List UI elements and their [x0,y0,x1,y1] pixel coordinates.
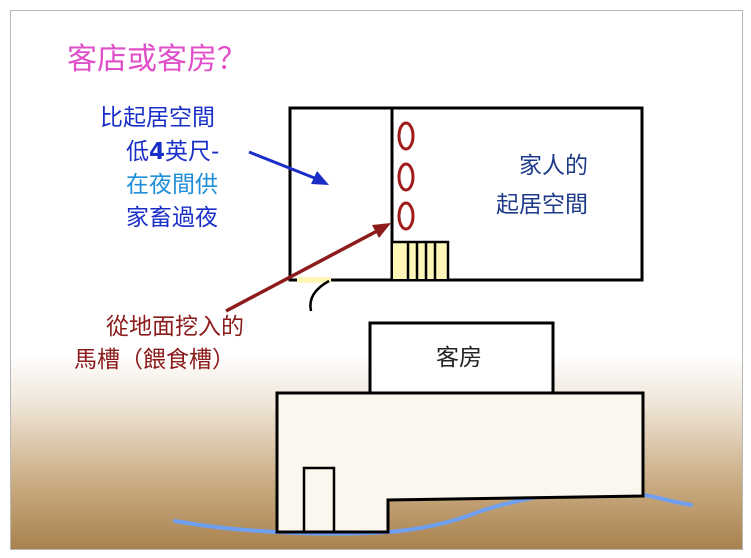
manger-label-line2: 馬槽（餵食槽） [74,347,235,373]
night-label-line1: 在夜間供 [126,172,218,198]
red-arrow [225,228,380,313]
slide: 客店或客房？ 比起居空間 低4英尺- 在夜間供 家畜過夜 家人的 起居空間 從地… [10,10,743,550]
steps-outline [393,240,450,279]
house-diagram [173,106,693,536]
door-swing [309,279,330,312]
door-gap [297,277,331,283]
blue-arrow [248,150,318,181]
night-label-line2: 家畜過夜 [126,205,218,231]
lower-label-prefix: 低 [126,139,149,165]
lower-label-line2: 低4英尺- [126,141,219,164]
manger-oval [397,121,415,151]
lower-door [302,466,336,534]
blue-arrowhead [311,171,329,185]
red-arrowhead [372,223,391,238]
step-highlight [393,242,448,279]
manger-oval [397,201,415,231]
family-label-line1: 家人的 [519,153,588,179]
floor-plan-wall [288,106,644,282]
guest-room-label: 客房 [436,345,482,371]
family-label-line2: 起居空間 [496,192,588,218]
lower-label-line1: 比起居空間 [100,105,215,131]
lower-label-number: 4 [149,139,166,165]
lower-label-suffix: 英尺- [165,139,220,165]
slide-title: 客店或客房？ [67,42,247,77]
lower-structure [275,391,645,534]
manger-label-line1: 從地面挖入的 [106,314,244,340]
manger-oval [397,162,415,192]
